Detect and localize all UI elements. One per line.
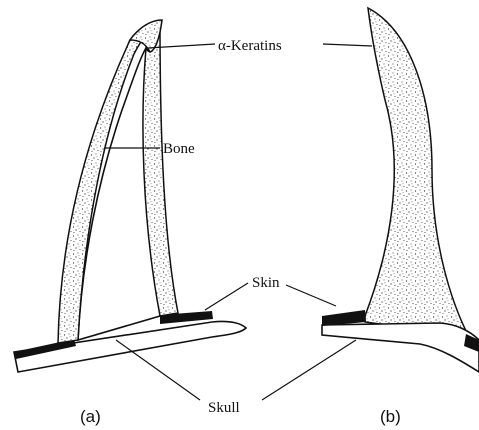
panel-a	[14, 20, 246, 372]
label-keratins: α-Keratins	[218, 38, 282, 54]
skull-plate-b	[322, 323, 479, 372]
label-bone: Bone	[163, 141, 195, 157]
leader-keratins-b	[323, 44, 372, 46]
panel-label-a: (a)	[80, 407, 101, 426]
panel-b	[322, 8, 479, 372]
leader-skin-a	[205, 283, 248, 310]
leader-skin-b	[286, 285, 336, 306]
label-skin: Skin	[252, 275, 280, 291]
leader-skull-a	[116, 340, 200, 400]
leader-skull-b	[262, 340, 356, 400]
keratin-horn-b	[365, 8, 469, 337]
panel-label-b: (b)	[380, 407, 401, 426]
label-skull: Skull	[208, 400, 240, 416]
